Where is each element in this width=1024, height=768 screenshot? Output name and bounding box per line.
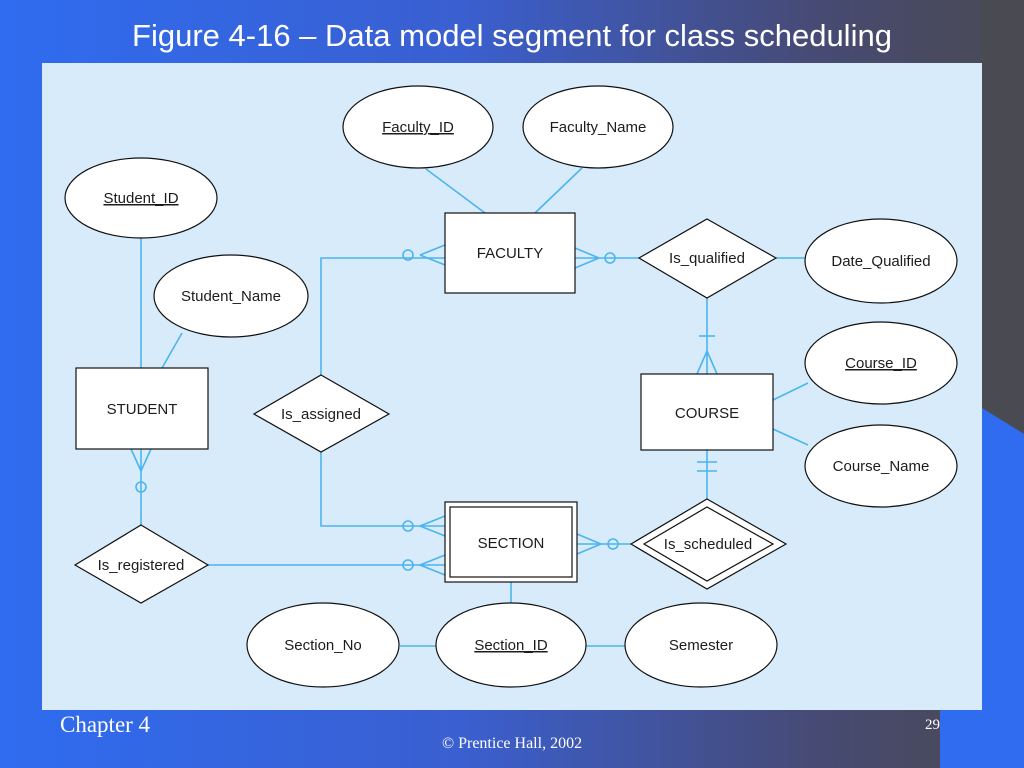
- relationship-is-scheduled: Is_scheduled: [629, 498, 788, 590]
- svg-text:STUDENT: STUDENT: [107, 401, 178, 418]
- entity-student: STUDENT: [75, 367, 209, 450]
- decorative-corner-shape: [940, 408, 1024, 768]
- entity-course: COURSE: [640, 373, 774, 451]
- attribute-section-no: Section_No: [246, 602, 400, 688]
- relationship-is-registered: Is_registered: [73, 524, 210, 604]
- svg-text:Student_ID: Student_ID: [103, 190, 178, 207]
- svg-text:Is_assigned: Is_assigned: [281, 406, 361, 423]
- attribute-semester: Semester: [624, 602, 778, 688]
- attribute-course-id: Course_ID: [804, 321, 958, 405]
- svg-text:Is_scheduled: Is_scheduled: [664, 536, 752, 553]
- svg-text:Faculty_ID: Faculty_ID: [382, 119, 454, 136]
- svg-text:Date_Qualified: Date_Qualified: [831, 253, 930, 270]
- footer-chapter: Chapter 4: [60, 712, 151, 737]
- svg-text:SECTION: SECTION: [478, 535, 545, 552]
- attribute-faculty-name: Faculty_Name: [522, 85, 674, 169]
- relationship-is-qualified: Is_qualified: [637, 218, 778, 299]
- slide-title: Figure 4-16 – Data model segment for cla…: [132, 18, 892, 53]
- relationship-is-assigned: Is_assigned: [252, 374, 391, 453]
- svg-text:Section_No: Section_No: [284, 637, 362, 654]
- svg-text:Semester: Semester: [669, 637, 733, 654]
- footer-copyright: © Prentice Hall, 2002: [441, 735, 583, 752]
- svg-text:Is_qualified: Is_qualified: [669, 250, 745, 267]
- attribute-course-name: Course_Name: [804, 424, 958, 508]
- svg-text:Course_Name: Course_Name: [833, 458, 930, 475]
- attribute-student-name: Student_Name: [153, 254, 309, 338]
- cardinality-markers: [130, 244, 718, 576]
- attribute-date-qualified: Date_Qualified: [804, 218, 958, 304]
- connector-lines: [140, 167, 809, 647]
- svg-text:Student_Name: Student_Name: [181, 288, 281, 305]
- entity-faculty: FACULTY: [444, 212, 576, 294]
- svg-text:COURSE: COURSE: [675, 405, 739, 422]
- entity-section: SECTION: [444, 501, 578, 583]
- attribute-faculty-id: Faculty_ID: [342, 85, 494, 169]
- svg-text:FACULTY: FACULTY: [477, 245, 543, 262]
- er-diagram: Faculty_ID Faculty_Name Student_ID Stude…: [64, 85, 958, 688]
- svg-text:Faculty_Name: Faculty_Name: [550, 119, 647, 136]
- page-number: 29: [925, 717, 940, 733]
- diagram-panel: Faculty_ID Faculty_Name Student_ID Stude…: [42, 63, 982, 710]
- svg-text:Course_ID: Course_ID: [845, 355, 917, 372]
- svg-text:Section_ID: Section_ID: [474, 637, 548, 654]
- attribute-student-id: Student_ID: [64, 157, 218, 239]
- attribute-section-id: Section_ID: [435, 602, 587, 688]
- svg-text:Is_registered: Is_registered: [98, 557, 185, 574]
